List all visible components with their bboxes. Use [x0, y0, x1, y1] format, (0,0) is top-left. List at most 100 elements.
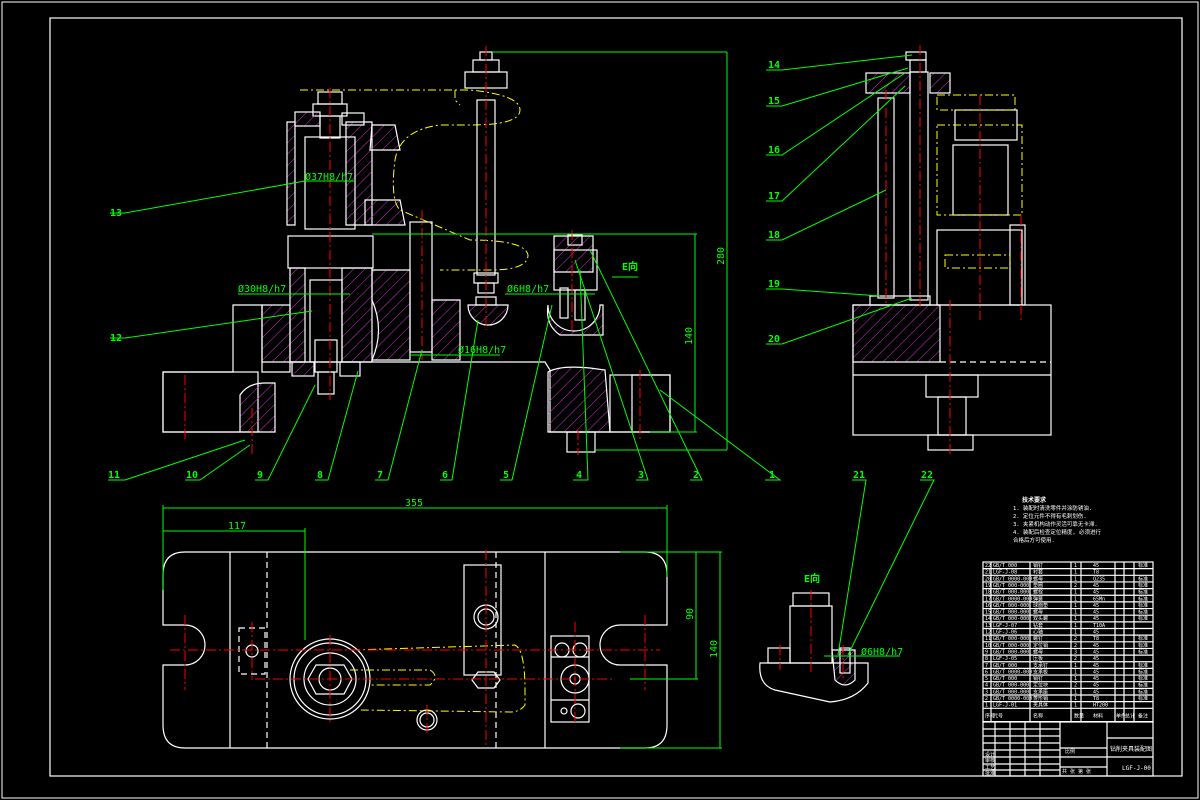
bom-cell: 1: [1074, 623, 1077, 629]
drawing-name: 钻削夹具装配图: [1110, 745, 1152, 753]
bom-cell: 1: [1074, 689, 1077, 695]
bom-cell: 2: [1074, 643, 1077, 649]
bom-cell: 标准: [1138, 648, 1148, 655]
scale-label: 比例: [1065, 748, 1075, 755]
leaders-front: [108, 180, 782, 481]
bom-cell: 1: [1074, 590, 1077, 596]
bom-cell: 9: [985, 649, 988, 655]
bom-header-cell: 材料: [1093, 712, 1103, 719]
bom-cell: 1: [1074, 596, 1077, 602]
bom-cell: 3: [1074, 649, 1077, 655]
bom-header-cell: 数量: [1074, 712, 1084, 719]
fit-37: Ø37H8/h7: [305, 171, 353, 183]
bom-cell: GB/T 0000-000: [993, 576, 1032, 582]
bom-cell: 14: [985, 616, 991, 622]
bom-cell: 定位销: [1033, 642, 1048, 649]
bom-cell: GB/T 000-000: [993, 683, 1029, 689]
sheet-label: 共 张 第 张: [1062, 768, 1091, 775]
bom-cell: 16: [985, 603, 991, 609]
bom-cell: 螺钉: [1033, 635, 1043, 642]
bom-cell: 标准: [1138, 675, 1148, 682]
balloon-3: 3: [638, 470, 644, 481]
bom-cell: 11: [985, 636, 991, 642]
tb-label-design: 设计: [985, 751, 995, 758]
bom-cell: 45: [1093, 616, 1099, 622]
body-section-left: [261, 304, 291, 363]
bom-cell: 45: [1093, 676, 1099, 682]
bom-header-cell: 代号: [993, 712, 1003, 719]
tech-req-title: 技术要求: [1022, 496, 1047, 504]
view-e-title: E向: [804, 572, 820, 585]
bom-cell: 2: [1074, 636, 1077, 642]
centerlines-front: [184, 46, 641, 455]
bom-cell: 标准: [1138, 589, 1148, 596]
dimensions-top: [162, 505, 722, 749]
tech-req-line: 4. 装配后检查定位精度, 必须进行: [1013, 528, 1102, 536]
bom-cell: 2: [985, 696, 988, 702]
bom-header-cell: 名称: [1033, 712, 1043, 719]
bom-cell: 螺母: [1033, 575, 1043, 582]
bom-cell: 标准: [1138, 595, 1148, 602]
bom-cell: 5: [985, 676, 988, 682]
balloon-22: 22: [921, 470, 933, 481]
bom-cell: 3: [985, 689, 988, 695]
bom-cell: 22: [985, 563, 991, 569]
dimensions-front: [238, 51, 728, 451]
bom-cell: GB/T 000-000: [993, 590, 1029, 596]
dim-280: 280: [716, 247, 727, 265]
bom-cell: 7: [985, 663, 988, 669]
bom-cell: 45: [1093, 656, 1099, 662]
balloon-11: 11: [108, 470, 120, 481]
bom-cell: 2: [1074, 583, 1077, 589]
title-block: 钻削夹具装配图 LGF-J-00 比例 共 张 第 张 设计 审核 工艺 批准: [982, 721, 1154, 777]
tb-label-process: 工艺: [985, 765, 995, 771]
bom-cell: 18: [985, 590, 991, 596]
top-view: [162, 550, 668, 749]
front-view: [162, 51, 671, 453]
bom-cell: 标准: [1138, 582, 1148, 589]
balloon-9: 9: [257, 470, 263, 481]
bom-cell: 1: [1074, 663, 1077, 669]
bom-cell: 钻套: [1033, 622, 1043, 629]
dim-117: 117: [228, 521, 246, 532]
bom-header-cell: 总计: [1125, 712, 1135, 719]
bom-cell: 45: [1093, 689, 1099, 695]
view-e: [759, 479, 935, 703]
body-section-right: [547, 366, 611, 433]
bom-cell: LGF-J-01: [993, 703, 1017, 709]
bom-cell: 2: [1074, 656, 1077, 662]
bom-cell: GB/T 000: [993, 563, 1017, 569]
bom-cell: GB/T 0000-000: [993, 696, 1032, 702]
bom-header-cell: 单件: [1116, 712, 1126, 719]
bom-cell: 1: [1074, 696, 1077, 702]
tech-req-line: 3. 夹紧机构动作灵活可靠无卡滞.: [1013, 520, 1098, 528]
bom-cell: 1: [1074, 703, 1077, 709]
bom-cell: 1: [985, 703, 988, 709]
bom-cell: GB/T 000: [993, 663, 1017, 669]
bom-cell: GB/T 0000-000: [993, 669, 1032, 675]
bom-cell: 支承板: [1033, 668, 1048, 675]
bom-cell: 螺栓: [1033, 589, 1043, 596]
bom-cell: 销钉: [1033, 562, 1043, 569]
bom-cell: GB/T 000-000: [993, 610, 1029, 616]
bom-header-cell: 序号: [985, 712, 995, 719]
leaders-side: [766, 54, 913, 345]
fit-16: Ø16H8/h7: [458, 344, 506, 356]
tech-req-line: 1. 装配时清洗零件并涂防锈油.: [1013, 504, 1092, 512]
view-e-arrow-label: E向: [622, 260, 638, 273]
tech-req-line: 2. 定位元件不得有毛刺划伤.: [1013, 512, 1087, 520]
bom-cell: 45: [1093, 669, 1099, 675]
bom-cell: GB/T 000-000: [993, 583, 1029, 589]
bom-cell: 45: [1093, 583, 1099, 589]
bom-cell: GB/T 000-000: [993, 603, 1029, 609]
bom-cell: 菱形销: [1033, 695, 1048, 702]
fit-6-view-e: Ø6H8/h7: [861, 646, 903, 658]
balloon-13: 13: [110, 208, 122, 219]
dim-355: 355: [405, 498, 423, 509]
workpiece-outline: [300, 89, 529, 271]
balloon-8: 8: [317, 470, 323, 481]
bom-cell: 1: [1074, 576, 1077, 582]
bom-cell: 压板: [1033, 655, 1043, 662]
